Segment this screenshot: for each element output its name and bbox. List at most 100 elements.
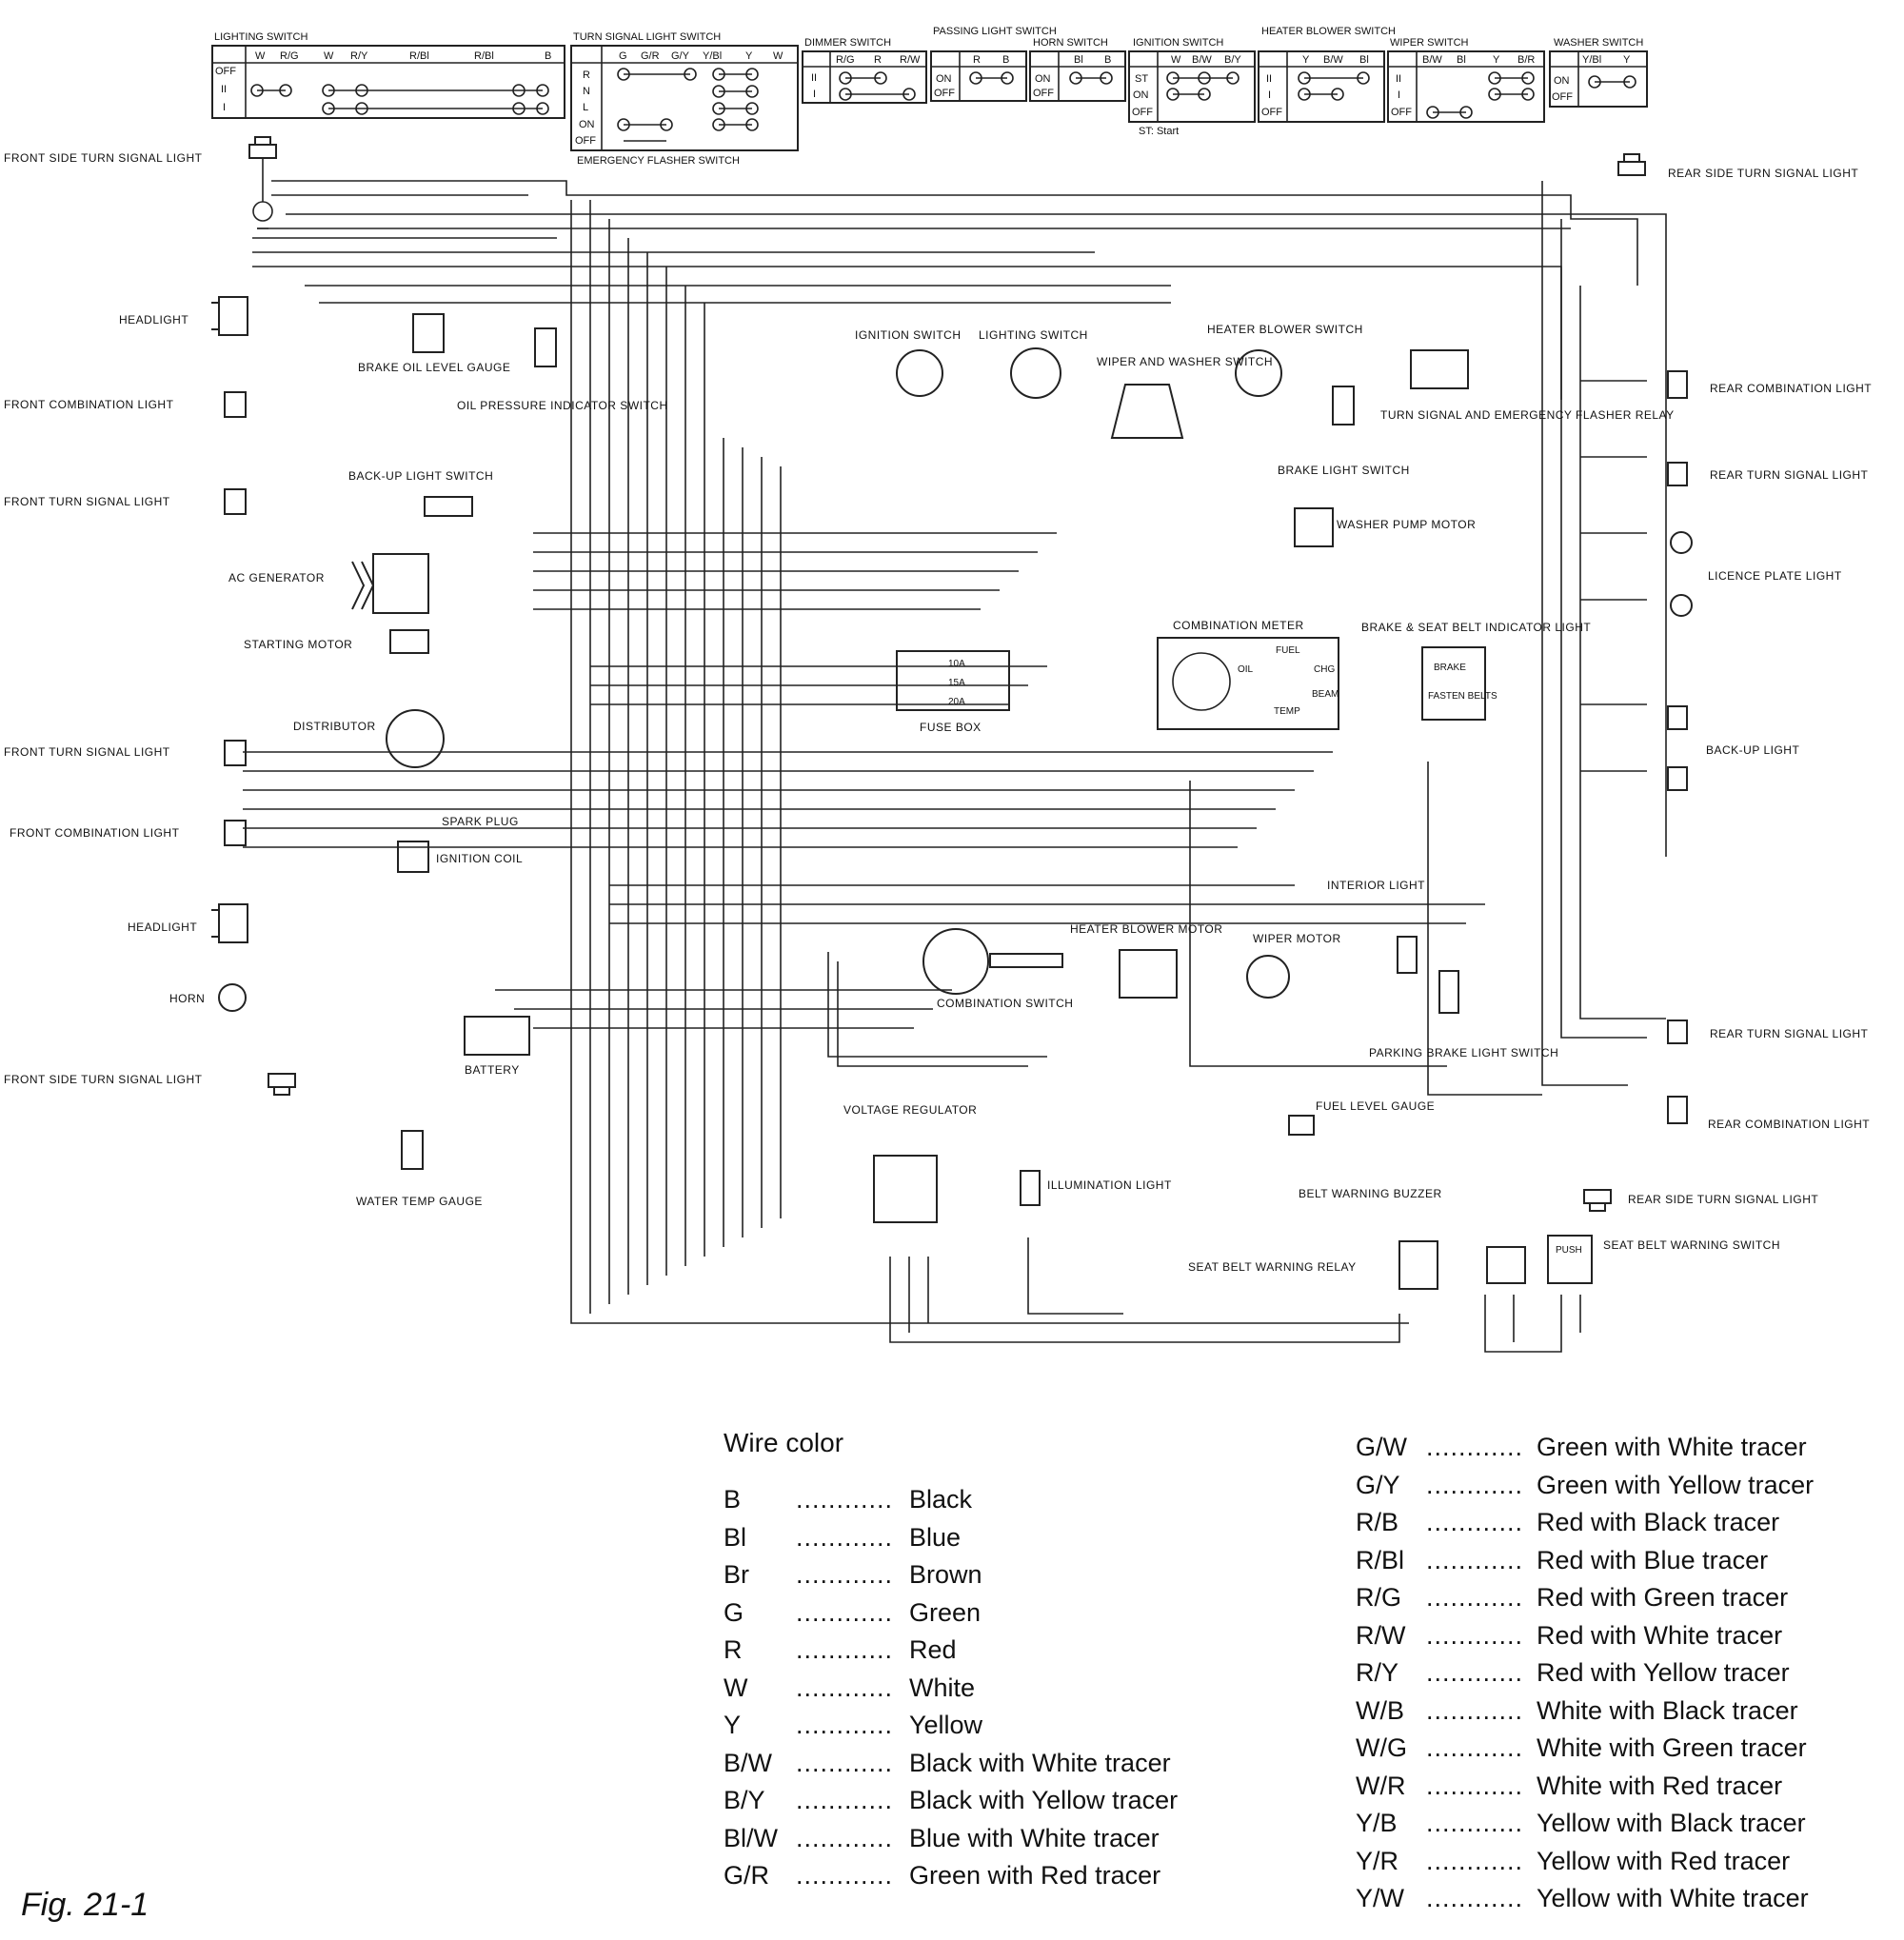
switch-tables: LIGHTING SWITCH OFF II I W R/G W R/Y R/B… bbox=[211, 26, 1648, 167]
rear-side-turn-top-lamp bbox=[1617, 153, 1646, 176]
svg-text:W: W bbox=[773, 50, 783, 62]
legend-color-name: White bbox=[909, 1673, 976, 1702]
spark-plug-label: SPARK PLUG bbox=[442, 815, 519, 828]
rear-combo-top-label: REAR COMBINATION LIGHT bbox=[1710, 382, 1872, 395]
svg-text:Bl: Bl bbox=[1457, 54, 1466, 66]
legend-color-name: Red bbox=[909, 1635, 957, 1664]
legend-row: Bl/W............Blue with White tracer bbox=[724, 1824, 1257, 1862]
legend-code: W/G bbox=[1356, 1733, 1407, 1762]
svg-text:B/W: B/W bbox=[1192, 54, 1212, 66]
interior-light-icon bbox=[1397, 936, 1418, 974]
svg-text:Y: Y bbox=[745, 50, 753, 62]
svg-text:R/G: R/G bbox=[280, 50, 299, 62]
backup-switch-icon bbox=[424, 496, 473, 517]
dimmer-switch-title: DIMMER SWITCH bbox=[804, 37, 891, 49]
legend-row: W/R............White with Red tracer bbox=[1356, 1772, 1889, 1810]
svg-text:OFF: OFF bbox=[1552, 91, 1573, 103]
oil-pressure-switch-icon bbox=[534, 327, 557, 367]
wiper-switch-title: WIPER SWITCH bbox=[1390, 37, 1469, 49]
horn-icon bbox=[218, 983, 247, 1012]
svg-text:OFF: OFF bbox=[934, 88, 955, 99]
legend-code: Bl/W bbox=[724, 1823, 778, 1852]
legend-leader-dots: ............ bbox=[1426, 1809, 1524, 1837]
emergency-flasher-footer: EMERGENCY FLASHER SWITCH bbox=[577, 155, 740, 167]
legend-row: Y/W............Yellow with White tracer bbox=[1356, 1884, 1889, 1922]
svg-text:Y/Bl: Y/Bl bbox=[703, 50, 722, 62]
passing-switch-table bbox=[930, 50, 1027, 102]
licence-plate-icon-1 bbox=[1670, 531, 1693, 554]
svg-text:G: G bbox=[619, 50, 627, 62]
right-components: REAR SIDE TURN SIGNAL LIGHT REAR COMBINA… bbox=[1583, 153, 1872, 1212]
legend-row: R/Y............Red with Yellow tracer bbox=[1356, 1658, 1889, 1696]
legend-color-name: Red with Yellow tracer bbox=[1537, 1658, 1790, 1687]
legend-color-name: Red with Green tracer bbox=[1537, 1583, 1789, 1612]
legend-row: G............Green bbox=[724, 1598, 1257, 1636]
backup-light-icon-2 bbox=[1667, 766, 1688, 791]
legend-leader-dots: ............ bbox=[796, 1861, 894, 1890]
wiper-washer-switch-label: WIPER AND WASHER SWITCH bbox=[1097, 355, 1273, 368]
legend-row: R/B............Red with Black tracer bbox=[1356, 1508, 1889, 1546]
ignition-switch-table bbox=[1128, 50, 1256, 123]
svg-text:OFF: OFF bbox=[1132, 107, 1153, 118]
brake-oil-gauge-icon bbox=[412, 313, 445, 353]
legend-color-name: Green bbox=[909, 1597, 982, 1627]
legend-color-name: Yellow with Black tracer bbox=[1537, 1809, 1806, 1837]
legend-color-name: Red with Blue tracer bbox=[1537, 1545, 1769, 1574]
svg-text:G/R: G/R bbox=[641, 50, 660, 62]
combination-meter-label: COMBINATION METER bbox=[1173, 619, 1304, 632]
legend-code: G bbox=[724, 1597, 744, 1627]
lighting-switch-table bbox=[211, 45, 565, 119]
rear-side-turn-bottom-label: REAR SIDE TURN SIGNAL LIGHT bbox=[1628, 1193, 1818, 1206]
backup-switch-label: BACK-UP LIGHT SWITCH bbox=[348, 469, 493, 483]
fuse-3: 20A bbox=[948, 697, 965, 707]
svg-text:W: W bbox=[255, 50, 266, 62]
svg-text:OIL: OIL bbox=[1238, 664, 1254, 675]
water-temp-icon bbox=[401, 1130, 424, 1170]
wiper-motor-label: WIPER MOTOR bbox=[1253, 932, 1341, 945]
svg-text:I: I bbox=[223, 102, 226, 113]
front-turn-bottom-icon bbox=[224, 740, 247, 766]
belt-buzzer-label: BELT WARNING BUZZER bbox=[1299, 1187, 1442, 1200]
svg-text:OFF: OFF bbox=[575, 135, 596, 147]
flasher-relay-label: TURN SIGNAL AND EMERGENCY FLASHER RELAY bbox=[1380, 408, 1675, 422]
svg-text:ON: ON bbox=[579, 119, 595, 130]
seat-belt-switch-icon bbox=[1547, 1235, 1593, 1284]
legend-color-name: Yellow bbox=[909, 1711, 983, 1739]
svg-text:B: B bbox=[545, 50, 551, 62]
svg-text:B: B bbox=[1104, 54, 1111, 66]
licence-plate-icon-2 bbox=[1670, 594, 1693, 617]
legend-code: G/Y bbox=[1356, 1470, 1400, 1499]
svg-text:II: II bbox=[1266, 73, 1272, 85]
front-turn-top-icon bbox=[224, 488, 247, 515]
legend-row: R/G............Red with Green tracer bbox=[1356, 1583, 1889, 1621]
svg-text:W: W bbox=[1171, 54, 1181, 66]
legend-row: Y/B............Yellow with Black tracer bbox=[1356, 1809, 1889, 1847]
fuse-1: 10A bbox=[948, 659, 965, 669]
fuse-box-icon bbox=[896, 650, 1010, 711]
svg-text:Bl: Bl bbox=[1074, 54, 1083, 66]
legend-row: W/G............White with Green tracer bbox=[1356, 1733, 1889, 1772]
legend-code: Y bbox=[724, 1711, 742, 1739]
legend-code: G/W bbox=[1356, 1433, 1407, 1461]
rear-side-turn-top-label: REAR SIDE TURN SIGNAL LIGHT bbox=[1668, 167, 1858, 180]
front-side-turn-bottom-label: FRONT SIDE TURN SIGNAL LIGHT bbox=[4, 1073, 203, 1086]
legend-code: G/R bbox=[724, 1861, 770, 1890]
legend-color-name: Green with Yellow tracer bbox=[1537, 1470, 1815, 1499]
legend-leader-dots: ............ bbox=[1426, 1620, 1524, 1650]
horn-switch-table bbox=[1029, 50, 1126, 102]
legend-code: B bbox=[724, 1485, 742, 1514]
distributor-label: DISTRIBUTOR bbox=[293, 720, 376, 733]
rear-turn-bottom-icon bbox=[1667, 1019, 1688, 1044]
legend-row: B............Black bbox=[724, 1485, 1257, 1523]
horn-label: HORN bbox=[169, 992, 205, 1005]
legend-leader-dots: ............ bbox=[796, 1711, 894, 1739]
svg-text:Y: Y bbox=[1493, 54, 1500, 66]
belt-buzzer-icon bbox=[1486, 1246, 1526, 1284]
ignition-coil-icon bbox=[397, 841, 429, 873]
legend-color-name: Yellow with Red tracer bbox=[1537, 1846, 1791, 1875]
svg-text:N: N bbox=[583, 86, 590, 97]
ignition-coil-label: IGNITION COIL bbox=[436, 852, 523, 865]
legend-code: Bl bbox=[724, 1522, 747, 1552]
heater-switch-title: HEATER BLOWER SWITCH bbox=[1261, 26, 1396, 37]
